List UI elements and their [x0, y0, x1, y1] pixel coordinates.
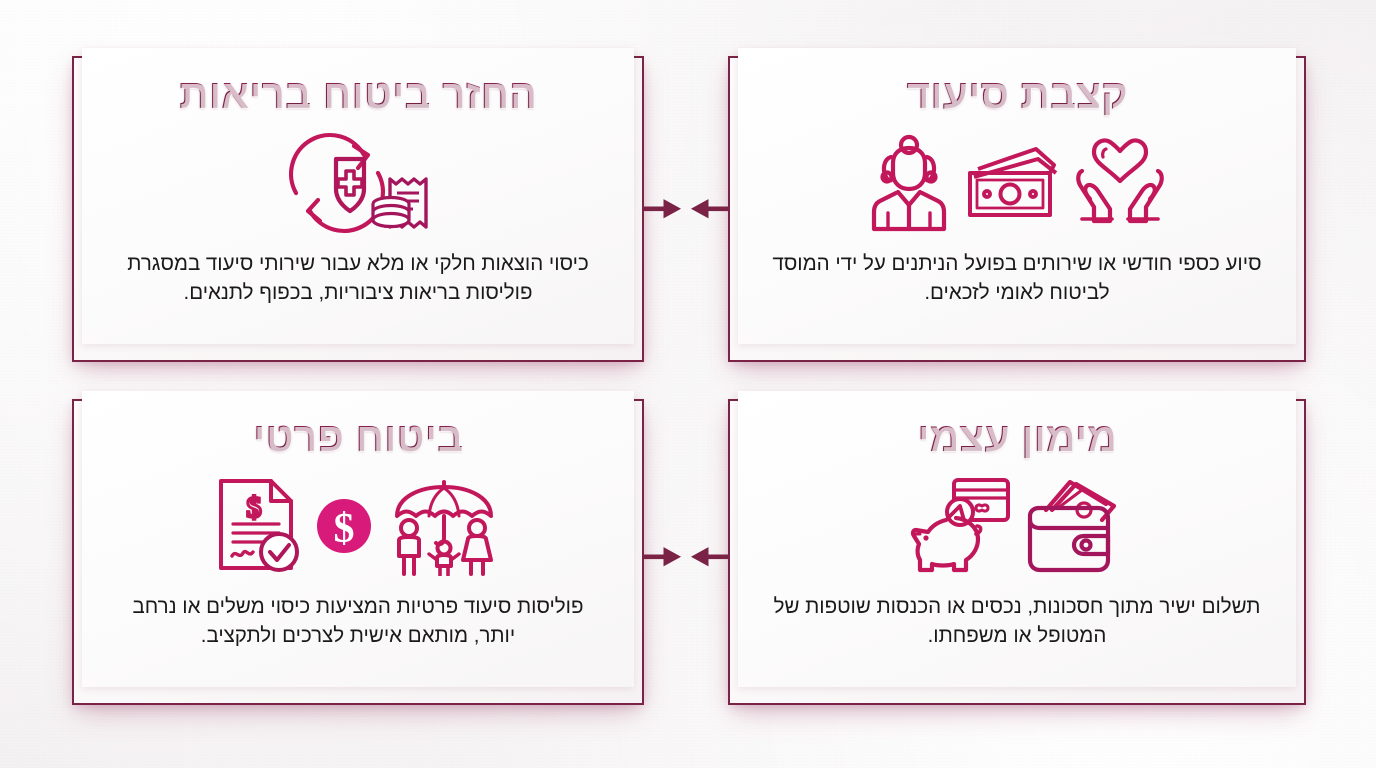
card-description: פוליסות סיעוד פרטיות המציעות כיסוי משלים…: [132, 595, 584, 648]
arrow-right-icon: [644, 547, 682, 567]
wallet-with-cash-icon: [1027, 479, 1117, 573]
card-panel: קצבת סיעוד: [738, 48, 1296, 344]
card-nursing-allowance[interactable]: קצבת סיעוד: [728, 48, 1306, 362]
card-panel: מימון עצמי: [738, 391, 1296, 687]
card-panel: החזר ביטוח בריאות: [82, 48, 634, 344]
arrow-left-icon: [690, 199, 728, 219]
refresh-shield-cross-icon: [288, 132, 428, 234]
icon-row: [866, 131, 1168, 235]
family-umbrella-icon: [395, 480, 493, 576]
dollar-coin-icon: $: [317, 499, 371, 553]
icon-row: $ $: [213, 474, 503, 578]
card-description: סיוע כספי חודשי או שירותים בפועל הניתנים…: [772, 252, 1262, 305]
hands-holding-heart-icon: [1076, 138, 1164, 224]
connector-bottom: [644, 533, 728, 581]
card-title: ביטוח פרטי: [252, 414, 464, 460]
card-title: קצבת סיעוד: [906, 71, 1128, 117]
card-description: תשלום ישיר מתוך חסכונות, נכסים או הכנסות…: [773, 595, 1261, 648]
piggy-bank-icon: [910, 478, 1010, 573]
card-panel: ביטוח פרטי: [82, 391, 634, 687]
card-private-insurance[interactable]: ביטוח פרטי: [72, 391, 644, 705]
arrow-right-icon: [644, 199, 682, 219]
card-health-insurance-refund[interactable]: החזר ביטוח בריאות: [72, 48, 644, 362]
connector-top: [644, 185, 728, 233]
svg-text:$: $: [334, 506, 355, 552]
elderly-person-icon: [871, 134, 947, 232]
card-title: מימון עצמי: [917, 414, 1117, 460]
svg-text:$: $: [247, 491, 262, 524]
card-self-financing[interactable]: מימון עצמי: [728, 391, 1306, 705]
card-description: כיסוי הוצאות חלקי או מלא עבור שירותי סיע…: [127, 252, 589, 305]
arrow-left-icon: [690, 547, 728, 567]
icon-row: [902, 474, 1132, 578]
icon-row: [278, 131, 438, 235]
card-title: החזר ביטוח בריאות: [179, 71, 537, 117]
signed-policy-document-icon: $: [219, 479, 299, 572]
banknotes-icon: [968, 147, 1058, 217]
